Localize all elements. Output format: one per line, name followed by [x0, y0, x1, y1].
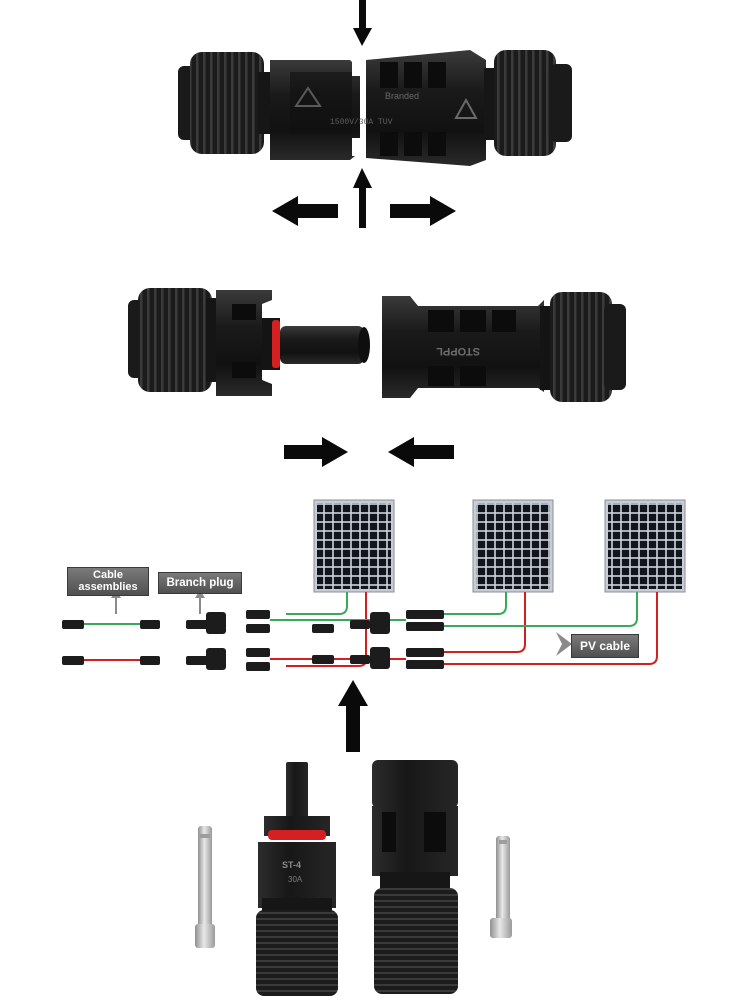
seal-ring [272, 320, 280, 368]
crimp-pin-icon [195, 826, 215, 948]
top-left-marking: Branded [385, 91, 419, 101]
arrow-up-icon [338, 680, 368, 752]
seal-ring [268, 830, 326, 840]
arrow-left-icon [388, 437, 454, 467]
pv-connector-icon [62, 610, 444, 671]
arrow-right-icon [390, 196, 456, 226]
top-right-marking: 1500V/30A TUV [330, 118, 393, 127]
mid-male-marking: STOPPL [436, 345, 480, 357]
bottom-female-marking: ST-4 [282, 860, 301, 870]
solar-panel-icon [313, 499, 395, 593]
branch-plug-label: Branch plug [158, 572, 242, 594]
bottom-female-marking-b: 30A [288, 875, 303, 884]
arrow-right-icon [284, 437, 348, 467]
solar-panel-icon [604, 499, 686, 593]
arrow-down-icon [353, 0, 372, 46]
cable-assemblies-label: Cable assemblies [67, 567, 149, 596]
crimp-pin-icon [490, 836, 512, 938]
separated-connectors: STOPPL [128, 288, 626, 467]
arrow-up-icon [353, 168, 372, 228]
connector-components: ST-4 30A [195, 760, 512, 996]
pv-cable-label: PV cable [571, 634, 639, 658]
pv-wiring-diagram [62, 499, 686, 752]
solar-panel-icon [472, 499, 554, 593]
mated-connector: Branded 1500V/30A TUV [178, 0, 572, 228]
arrow-left-icon [272, 196, 338, 226]
